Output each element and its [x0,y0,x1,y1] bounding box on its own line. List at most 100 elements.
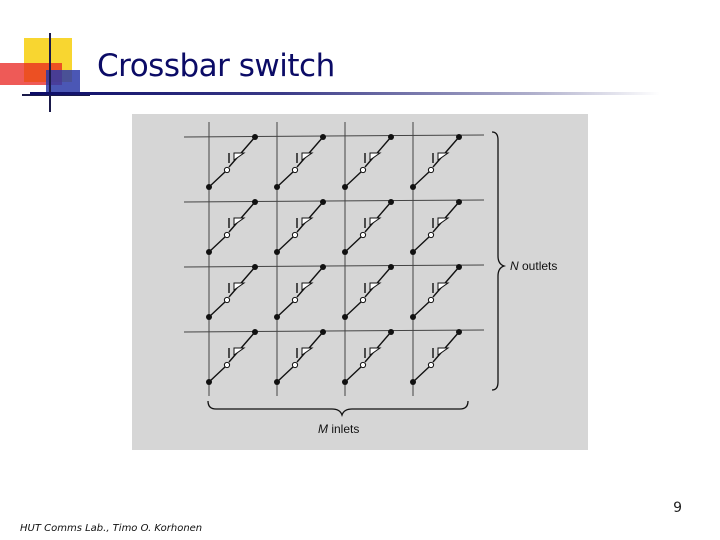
crosspoint-switch [342,264,394,320]
switch-node [342,379,348,385]
switch-node [274,379,280,385]
switch-open-contact [223,361,231,369]
switch-contact [412,170,431,188]
title-underline [30,92,660,95]
switch-open-contact [427,296,435,304]
switch-open-contact [427,166,435,174]
relay-flag [301,347,314,356]
crosspoint-switch [410,329,462,385]
switch-arm [296,201,324,233]
switch-arm [228,266,256,298]
inlets-label-symbol: M [318,422,328,436]
outlet-line [183,134,485,138]
crosspoint-switch [410,264,462,320]
switch-contact [344,235,363,253]
relay-flag [437,282,450,291]
switch-node [206,379,212,385]
switch-open-contact [359,166,367,174]
switch-node [252,329,258,335]
switch-arm [228,331,256,363]
crossbar-diagram: N outlets M inlets [183,122,558,436]
inlets-label-text: inlets [328,422,359,436]
switch-node [410,184,416,190]
switch-open-contact [359,231,367,239]
footer-credit: HUT Comms Lab., Timo O. Korhonen [20,523,203,534]
switch-node [320,329,326,335]
switch-node [342,249,348,255]
switch-arm [432,136,460,168]
switch-arm [364,201,392,233]
switch-node [388,199,394,205]
switch-node [456,329,462,335]
inlets-brace [207,400,469,418]
switch-node [320,264,326,270]
outlets-label-text: outlets [519,259,558,273]
switch-node [206,184,212,190]
switch-node [456,134,462,140]
relay-flag [233,217,246,226]
switch-node [252,199,258,205]
crosspoint-switch [206,329,258,385]
switch-contact [276,365,295,383]
relay-flag [369,282,382,291]
crosspoint-switch [274,264,326,320]
switch-contact [412,235,431,253]
relay-flag [369,152,382,161]
switch-open-contact [291,231,299,239]
switch-contact [208,235,227,253]
switch-node [320,199,326,205]
relay-flag [301,282,314,291]
crosspoint-switch [206,199,258,255]
outlets-brace [491,131,507,391]
relay-flag [233,282,246,291]
crosspoint-switch [206,134,258,190]
relay-flag [301,217,314,226]
slide-title: Crossbar switch [97,48,335,84]
switch-contact [412,300,431,318]
switch-arm [228,136,256,168]
inlets-label: M inlets [318,422,359,436]
outlet-line [183,329,485,333]
outlet-line [183,199,485,203]
switch-node [456,264,462,270]
switch-node [274,249,280,255]
switch-node [320,134,326,140]
switch-arm [364,266,392,298]
relay-flag [301,152,314,161]
switch-arm [432,201,460,233]
decorative-logo-icon [0,33,90,112]
switch-arm [296,136,324,168]
crosspoint-switch [410,134,462,190]
outlets-label-symbol: N [510,259,519,273]
switch-node [252,264,258,270]
switch-contact [208,365,227,383]
crosspoint-switch [274,329,326,385]
crosspoint-switch [342,134,394,190]
switch-open-contact [359,296,367,304]
relay-flag [437,152,450,161]
crosspoint-switch [274,199,326,255]
switch-node [388,134,394,140]
switch-node [274,184,280,190]
switch-arm [364,331,392,363]
crosspoint-switch [342,329,394,385]
switch-open-contact [223,296,231,304]
switch-contact [412,365,431,383]
switch-node [206,249,212,255]
switch-open-contact [359,361,367,369]
switch-contact [276,300,295,318]
switch-contact [276,235,295,253]
relay-flag [369,217,382,226]
switch-contact [344,300,363,318]
relay-flag [233,152,246,161]
switch-open-contact [427,231,435,239]
crosspoint-switch [342,199,394,255]
relay-flag [233,347,246,356]
switch-open-contact [291,296,299,304]
crosspoint-switch [206,264,258,320]
switch-open-contact [291,166,299,174]
switch-arm [296,331,324,363]
switch-contact [208,300,227,318]
switch-node [206,314,212,320]
page-number: 9 [673,500,682,516]
